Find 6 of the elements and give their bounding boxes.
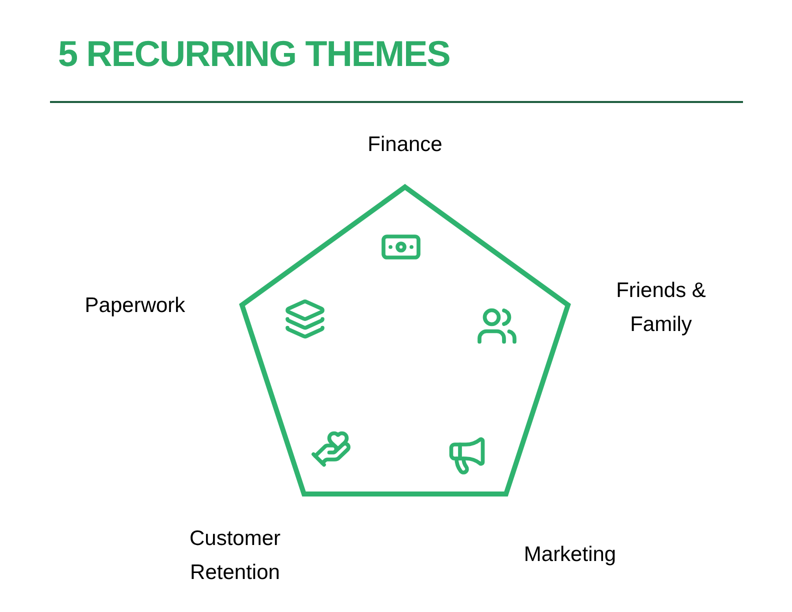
theme-label: Paperwork bbox=[84, 293, 186, 319]
theme-label: Finance bbox=[366, 132, 444, 158]
theme-label: Marketing bbox=[522, 542, 618, 568]
title: 5 RECURRING THEMES bbox=[58, 36, 450, 72]
theme-label: Friends & Family bbox=[615, 278, 707, 338]
theme-label: Customer Retention bbox=[188, 526, 282, 586]
